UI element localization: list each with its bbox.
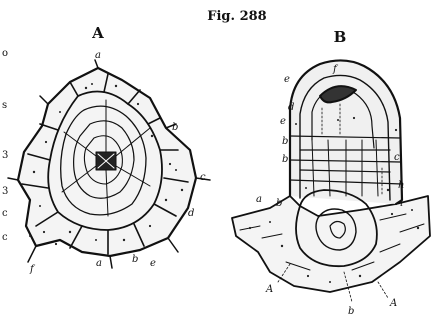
annotation: e: [280, 116, 286, 127]
annotation: b: [172, 122, 178, 133]
annotation: h: [398, 180, 404, 191]
annotation: a: [95, 50, 101, 61]
annotation: c: [394, 152, 400, 163]
annotation: A: [265, 284, 273, 295]
annotation: b: [276, 198, 282, 209]
panel-a: A: [8, 24, 210, 275]
annotation: a: [256, 194, 262, 205]
annotation: b: [348, 306, 354, 317]
panel-b: B: [232, 28, 430, 317]
annotation: c: [200, 172, 206, 183]
margin-mark: c: [2, 232, 8, 243]
margin-mark: o: [2, 48, 8, 59]
margin-mark: s: [2, 100, 7, 111]
margin-mark: c: [2, 208, 8, 219]
annotation: d: [288, 102, 294, 113]
panel-a-label: A: [91, 24, 104, 42]
margin-mark: 3: [2, 186, 8, 197]
annotation: b: [282, 136, 288, 147]
figure-title: Fig. 288: [207, 9, 266, 24]
annotation: e: [150, 258, 156, 269]
margin-marks: o s 3 3 c c: [2, 48, 8, 243]
panel-b-label: B: [334, 28, 347, 46]
annotation: b: [282, 154, 288, 165]
annotation: a: [96, 258, 102, 269]
annotation: b: [132, 254, 138, 265]
annotation: A: [389, 298, 397, 309]
panel-a-cell-illustration: [8, 60, 210, 268]
annotation: f: [29, 264, 36, 275]
margin-mark: 3: [2, 150, 8, 161]
annotation: e: [284, 74, 290, 85]
annotation: d: [188, 208, 194, 219]
annotation: i: [400, 198, 403, 209]
